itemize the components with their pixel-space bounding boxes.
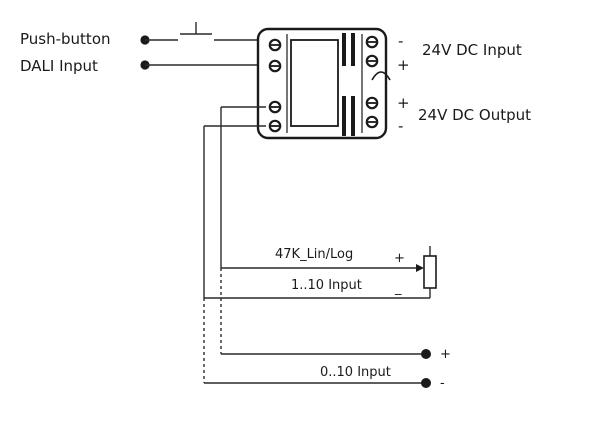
pot-plus-sign: + [394, 251, 405, 266]
wire-pot-wiper [220, 106, 424, 272]
dc-input-label: 24V DC Input [422, 41, 522, 59]
pot-label: 47K_Lin/Log [275, 247, 353, 262]
screw-terminal-left-4 [268, 119, 282, 133]
push-button-switch [145, 22, 266, 41]
dali-input-label: DALI Input [20, 57, 98, 75]
wire-pot-ground [203, 125, 431, 299]
push-button-label: Push-button [20, 30, 111, 48]
controller-module [256, 27, 391, 140]
input-1-10-label: 1..10 Input [291, 278, 362, 293]
v010-plus-terminal-dot [421, 349, 431, 359]
screw-terminal-left-3 [268, 100, 282, 114]
v010-minus-terminal-dot [421, 378, 431, 388]
potentiometer [423, 246, 437, 289]
screw-terminal-left-2 [268, 59, 282, 73]
screw-terminal-right-2 [365, 54, 379, 68]
screw-terminal-right-4 [365, 115, 379, 129]
v010-minus-sign: - [440, 376, 445, 391]
screw-terminal-right-1 [365, 35, 379, 49]
dc-input-plus-sign: + [397, 56, 410, 74]
screw-terminal-right-3 [365, 96, 379, 110]
dc-output-plus-sign: + [397, 94, 410, 112]
pot-minus-sign: _ [394, 281, 402, 296]
dc-output-label: 24V DC Output [418, 106, 531, 124]
v010-plus-sign: + [440, 347, 451, 362]
screw-terminal-left-1 [268, 38, 282, 52]
dc-output-minus-sign: - [398, 117, 403, 135]
wire-0-10-plus [220, 268, 424, 355]
dc-input-minus-sign: - [398, 32, 403, 50]
wire-0-10-minus [203, 298, 424, 384]
input-0-10-label: 0..10 Input [320, 365, 391, 380]
